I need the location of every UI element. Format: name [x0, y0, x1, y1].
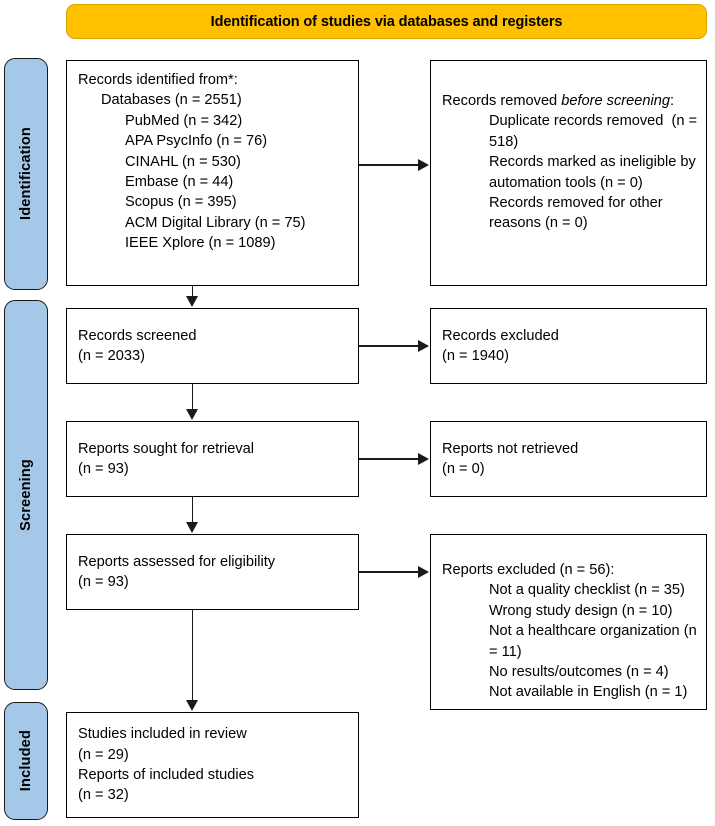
records-removed-line-1: Records marked as ineligible by automati… [489, 154, 700, 191]
studies-included-line-3: (n = 32) [78, 787, 129, 804]
reports-excluded-line-4: No results/outcomes (n = 4) [489, 664, 669, 681]
box-records-identified: Records identified from*: Databases (n =… [66, 60, 359, 286]
box-reports-sought-for-retrieval: Reports sought for retrieval (n = 93) [66, 421, 359, 497]
arrowhead-identified-to-removed [418, 158, 429, 171]
box-reports-excluded: Reports excluded (n = 56): Not a quality… [430, 534, 707, 710]
box-reports-not-retrieved: Reports not retrieved (n = 0) [430, 421, 707, 497]
box-studies-included-in-review: Studies included in review (n = 29) Repo… [66, 712, 359, 818]
reports-assessed-line-1: (n = 93) [78, 574, 129, 590]
records-removed-line-0: Duplicate records removed (n = 518) [489, 113, 702, 150]
records-identified-line-2: PubMed (n = 342) [125, 112, 243, 129]
arrowhead-sought-to-assessed [186, 522, 198, 533]
phase-banner-label: Identification of studies via databases … [210, 13, 563, 30]
reports-excluded-line-2: Wrong study design (n = 10) [489, 602, 673, 619]
box-records-removed-before-screening: Records removed before screening: Duplic… [430, 60, 707, 286]
stage-label-identification-text: Identification [18, 127, 34, 221]
connector-sought-to-not-retrieved [359, 458, 421, 460]
records-identified-line-0: Records identified from*: [78, 72, 238, 88]
records-identified-line-8: IEEE Xplore (n = 1089) [125, 235, 276, 252]
reports-not-retrieved-line-1: (n = 0) [442, 461, 485, 477]
records-removed-heading-italic: before screening [561, 93, 670, 109]
connector-identified-to-removed [359, 164, 421, 166]
stage-label-included: Included [4, 702, 48, 820]
reports-assessed-line-0: Reports assessed for eligibility [78, 553, 276, 570]
records-removed-line-2: Records removed for other reasons (n = 0… [489, 195, 667, 232]
connector-identified-to-screened [191, 286, 194, 299]
reports-excluded-line-0: Reports excluded (n = 56): [442, 562, 615, 578]
connector-sought-to-assessed [191, 497, 194, 525]
phase-banner-identification: Identification of studies via databases … [66, 4, 707, 39]
arrowhead-assessed-to-excluded [418, 565, 429, 578]
connector-screened-to-sought [191, 384, 194, 412]
records-identified-line-7: ACM Digital Library (n = 75) [125, 214, 306, 231]
stage-label-screening: Screening [4, 300, 48, 690]
records-identified-line-4: CINAHL (n = 530) [125, 153, 241, 170]
records-identified-line-1: Databases (n = 2551) [101, 92, 242, 109]
studies-included-line-0: Studies included in review [78, 726, 247, 743]
box-reports-assessed-for-eligibility: Reports assessed for eligibility (n = 93… [66, 534, 359, 610]
records-screened-line-1: (n = 2033) [78, 348, 145, 364]
arrowhead-identified-to-screened [186, 296, 198, 307]
records-excluded-line-0: Records excluded [442, 327, 559, 344]
stage-label-included-text: Included [18, 730, 34, 792]
reports-excluded-line-5: Not available in English (n = 1) [489, 684, 688, 701]
reports-sought-line-0: Reports sought for retrieval [78, 440, 255, 457]
connector-screened-to-excluded [359, 345, 421, 347]
records-excluded-line-1: (n = 1940) [442, 348, 509, 364]
arrowhead-sought-to-not-retrieved [418, 452, 429, 465]
records-removed-heading: Records removed before screening: [442, 91, 706, 111]
connector-assessed-to-included [191, 610, 194, 702]
stage-label-screening-text: Screening [18, 459, 34, 531]
records-removed-heading-tail: : [669, 93, 675, 109]
box-records-excluded: Records excluded (n = 1940) [430, 308, 707, 384]
reports-not-retrieved-line-0: Reports not retrieved [442, 440, 579, 457]
connector-assessed-to-excluded [359, 571, 421, 573]
studies-included-line-2: Reports of included studies [78, 767, 255, 783]
box-records-screened: Records screened (n = 2033) [66, 308, 359, 384]
records-screened-line-0: Records screened [78, 327, 197, 344]
records-identified-line-6: Scopus (n = 395) [125, 194, 237, 211]
stage-label-identification: Identification [4, 58, 48, 290]
reports-sought-line-1: (n = 93) [78, 461, 129, 477]
arrowhead-screened-to-sought [186, 409, 198, 420]
arrowhead-screened-to-excluded [418, 339, 429, 352]
arrowhead-assessed-to-included [186, 700, 198, 711]
reports-excluded-line-3: Not a healthcare organization (n = 11) [489, 623, 701, 660]
studies-included-line-1: (n = 29) [78, 746, 129, 763]
records-identified-line-3: APA PsycInfo (n = 76) [125, 133, 268, 150]
records-removed-heading-plain: Records removed [442, 93, 562, 109]
records-identified-line-5: Embase (n = 44) [125, 174, 234, 191]
reports-excluded-line-1: Not a quality checklist (n = 35) [489, 582, 685, 599]
